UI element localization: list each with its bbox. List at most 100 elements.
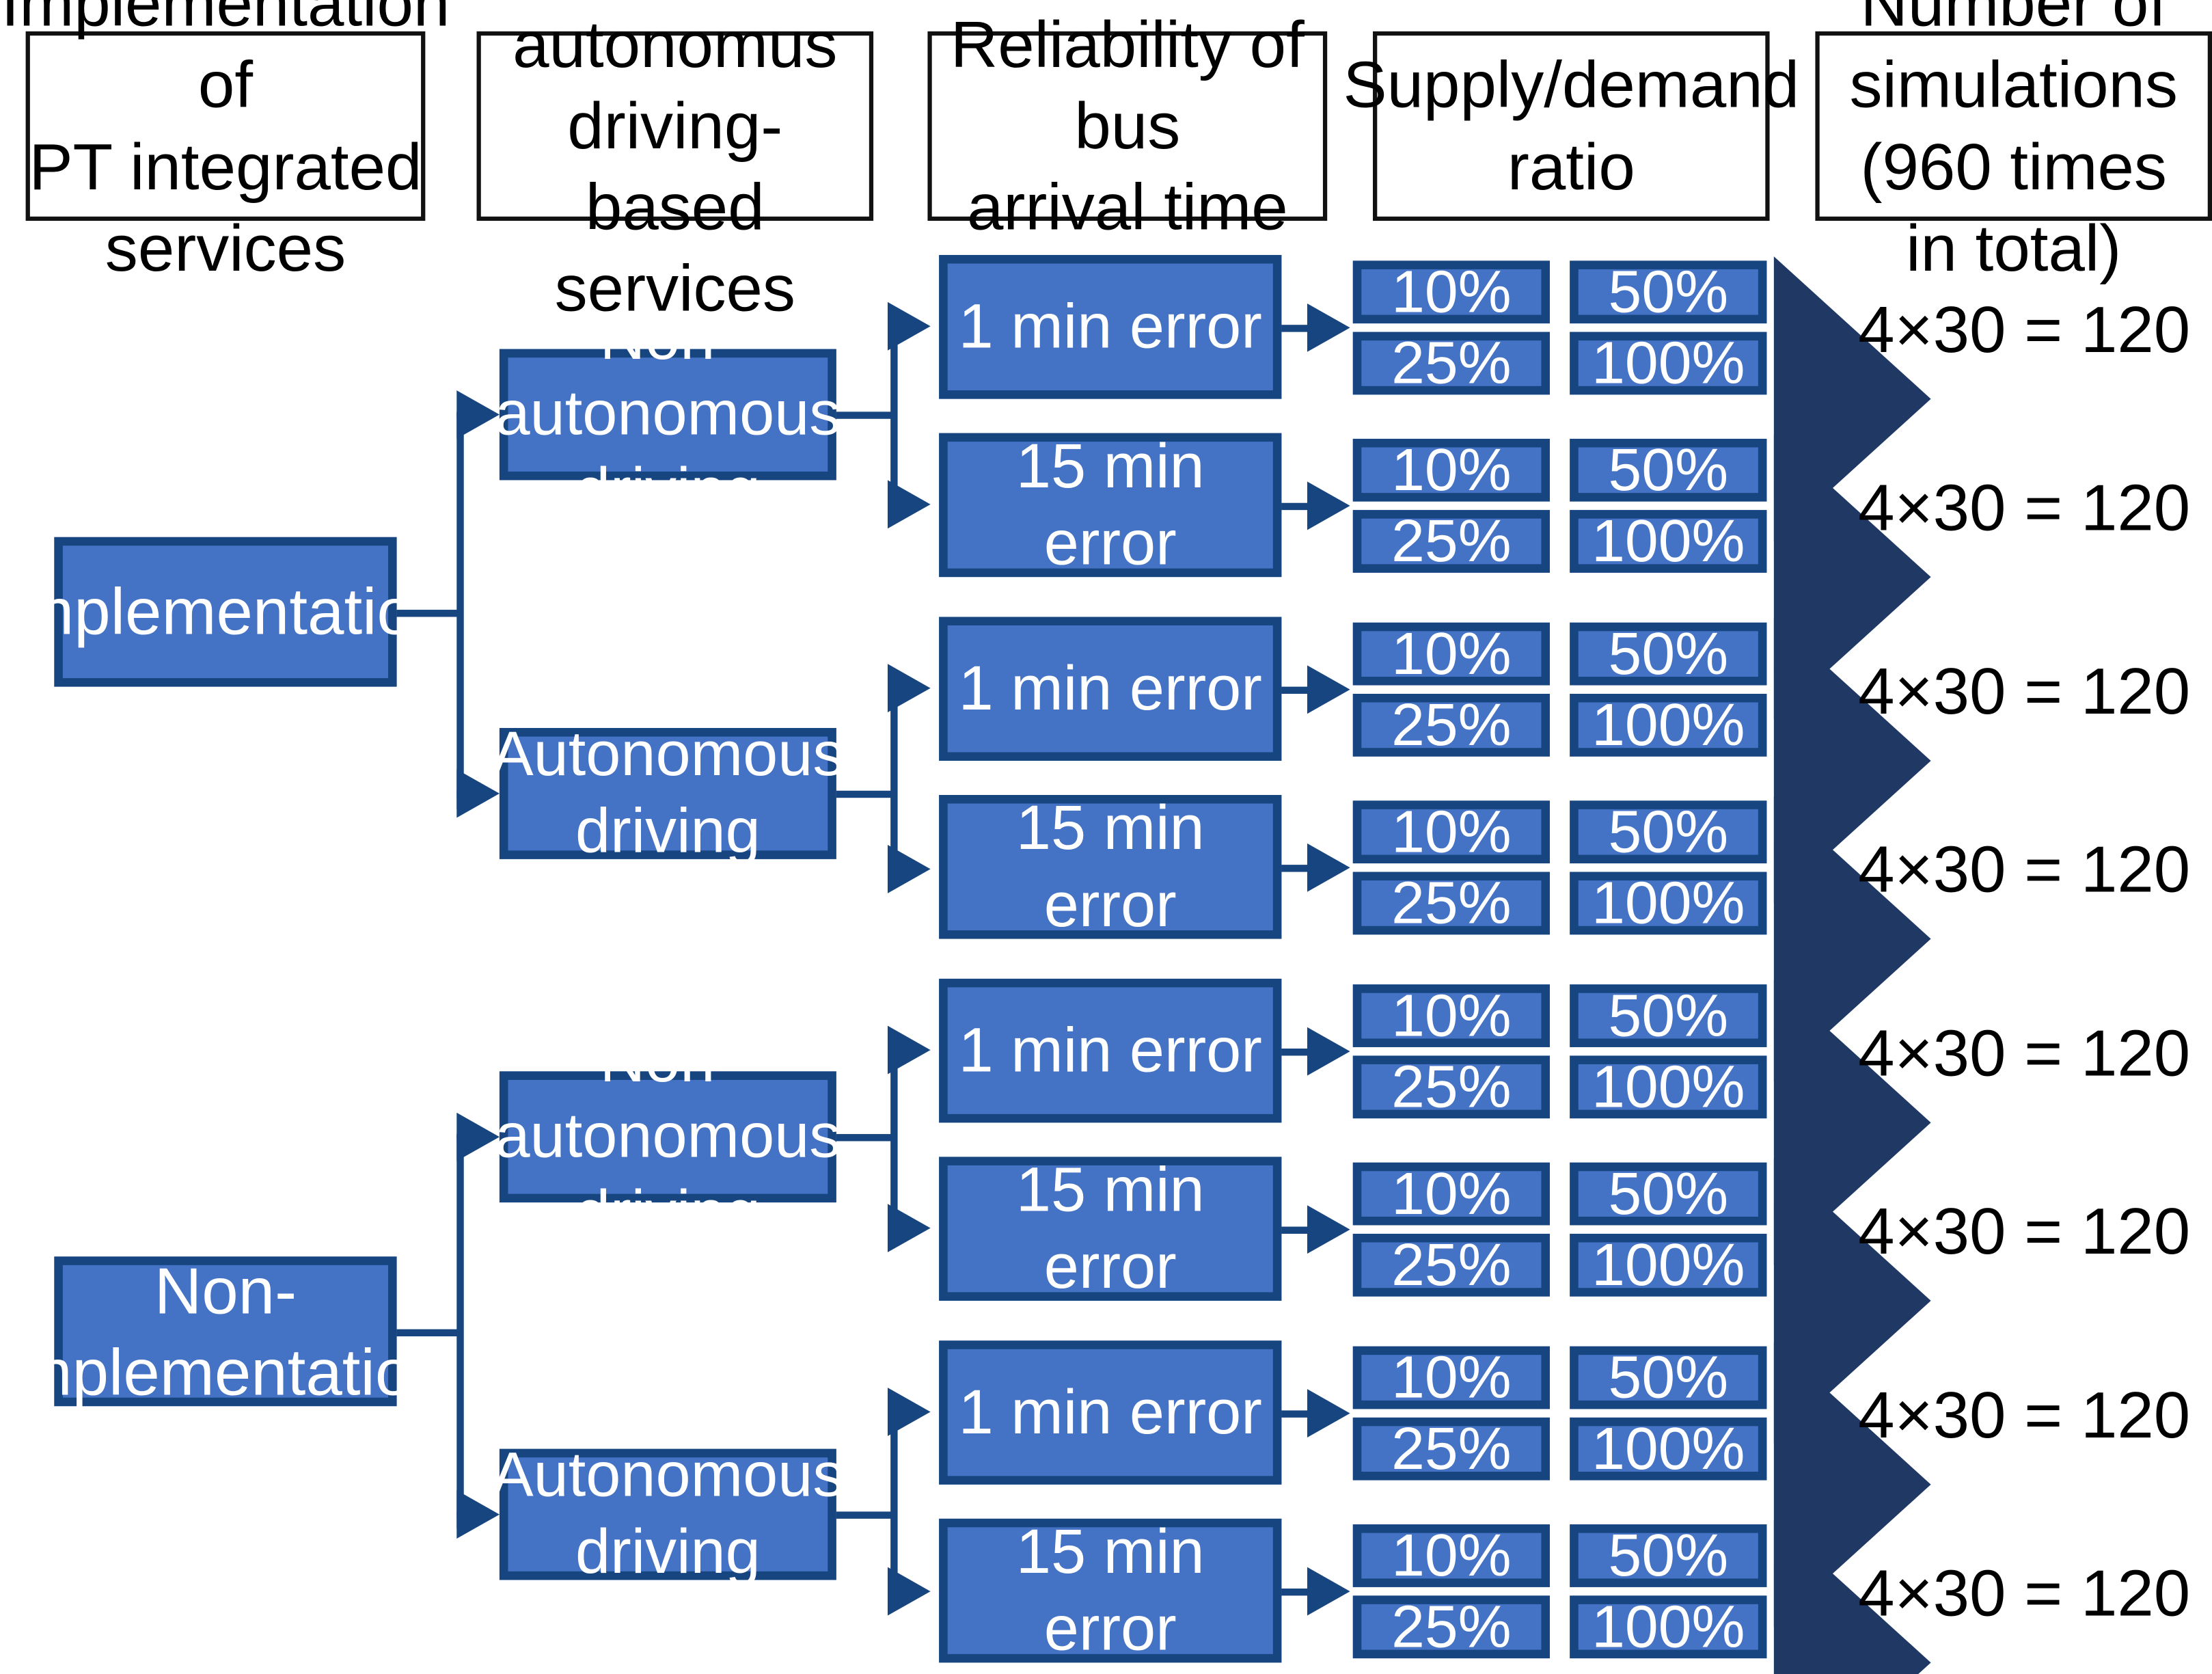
connector-e1-to-ratios — [1281, 502, 1316, 511]
result-label-3: 4×30 = 120 — [1858, 832, 2191, 906]
arrow-ad-bot-to-e7 — [887, 1567, 931, 1616]
result-label-7: 4×30 = 120 — [1858, 1556, 2191, 1630]
arrow-e3-to-ratios — [1307, 843, 1350, 892]
connector-e3-to-ratios — [1281, 865, 1316, 872]
arrow-nad-bot-to-e4 — [887, 1025, 931, 1075]
node-ratio-5-b-1[interactable]: 100% — [1570, 1232, 1767, 1299]
connector-ad-top-stem — [836, 790, 897, 798]
node-ratio-0-a-0[interactable]: 10% — [1352, 258, 1550, 325]
result-label-5: 4×30 = 120 — [1858, 1193, 2191, 1268]
header-simulations: Number of simulations (960 times in tota… — [1815, 0, 2212, 284]
node-reliability-3[interactable]: 15 min error — [939, 794, 1282, 940]
arrow-e6-to-ratios — [1307, 1389, 1350, 1438]
node-non-implementation[interactable]: Non- implementation — [3, 1254, 448, 1409]
connector-e5-to-ratios — [1281, 1226, 1316, 1234]
node-ratio-7-a-1[interactable]: 25% — [1352, 1593, 1550, 1660]
node-ratio-2-b-0[interactable]: 50% — [1570, 620, 1767, 687]
connector-ad-bot-bus — [890, 1409, 898, 1596]
connector-ad-top-bus — [890, 685, 898, 874]
node-ratio-3-a-0[interactable]: 10% — [1352, 798, 1550, 865]
node-ratio-2-a-0[interactable]: 10% — [1352, 620, 1550, 687]
arrow-e4-to-ratios — [1307, 1027, 1350, 1076]
node-ratio-7-b-0[interactable]: 50% — [1570, 1522, 1767, 1589]
node-ratio-4-b-0[interactable]: 50% — [1570, 982, 1767, 1049]
header-ad-services: Provision of autonomus driving-based ser… — [476, 7, 874, 325]
arrow-e0-to-ratios — [1307, 303, 1350, 352]
node-ratio-1-b-1[interactable]: 100% — [1570, 508, 1767, 575]
connector-e2-to-ratios — [1281, 686, 1316, 694]
arrow-e5-to-ratios — [1307, 1205, 1350, 1254]
node-ratio-1-a-0[interactable]: 10% — [1352, 437, 1550, 504]
connector-impl-stem — [396, 610, 463, 617]
node-ratio-1-b-0[interactable]: 50% — [1570, 437, 1767, 504]
node-ratio-5-a-0[interactable]: 10% — [1352, 1160, 1550, 1227]
arrow-nad-top-to-e1 — [887, 480, 931, 529]
arrow-e1-to-ratios — [1307, 481, 1350, 530]
arrow-nad-bot-to-e5 — [887, 1204, 931, 1253]
header-supply-demand: Supply/demand ratio — [1343, 31, 1799, 221]
arrow-ad-bot-to-e6 — [887, 1388, 931, 1436]
node-ratio-4-b-1[interactable]: 100% — [1570, 1053, 1767, 1120]
header-reliability: Reliability of bus arrival time — [927, 7, 1328, 243]
arrow-nonimpl-to-nad — [456, 1112, 500, 1161]
node-ratio-7-a-0[interactable]: 10% — [1352, 1522, 1550, 1589]
node-ratio-2-b-1[interactable]: 100% — [1570, 692, 1767, 759]
node-ratio-4-a-1[interactable]: 25% — [1352, 1053, 1550, 1120]
arrow-ad-top-to-e3 — [887, 844, 931, 893]
node-autonomous-driving-bottom[interactable]: Autonomous driving — [491, 1440, 845, 1587]
result-label-2: 4×30 = 120 — [1858, 653, 2191, 729]
merge-triangle-7 — [1773, 1520, 1931, 1674]
connector-nad-top-bus — [890, 323, 898, 509]
arrow-nad-top-to-e0 — [887, 301, 931, 351]
node-ratio-5-b-0[interactable]: 50% — [1570, 1160, 1767, 1227]
node-ratio-2-a-1[interactable]: 25% — [1352, 692, 1550, 759]
arrow-impl-to-nad — [456, 390, 500, 439]
node-ratio-3-a-1[interactable]: 25% — [1352, 869, 1550, 936]
node-reliability-0[interactable]: 1 min error — [939, 255, 1282, 399]
node-reliability-2[interactable]: 1 min error — [939, 617, 1282, 761]
result-label-1: 4×30 = 120 — [1858, 470, 2191, 545]
result-label-0: 4×30 = 120 — [1858, 292, 2191, 366]
node-ratio-6-b-1[interactable]: 100% — [1570, 1415, 1767, 1482]
node-reliability-7[interactable]: 15 min error — [939, 1517, 1282, 1663]
connector-ad-bot-stem — [836, 1511, 897, 1519]
connector-impl-bus — [456, 411, 464, 809]
result-label-4: 4×30 = 120 — [1858, 1016, 2191, 1090]
connector-nad-bot-bus — [890, 1047, 898, 1232]
connector-e0-to-ratios — [1281, 325, 1316, 332]
node-ratio-3-b-0[interactable]: 50% — [1570, 798, 1767, 865]
node-ratio-0-a-1[interactable]: 25% — [1352, 329, 1550, 396]
node-ratio-3-b-1[interactable]: 100% — [1570, 869, 1767, 936]
header-pt-services: Implementation of PT integrated services — [1, 0, 450, 284]
node-reliability-1[interactable]: 15 min error — [939, 431, 1282, 578]
connector-e6-to-ratios — [1281, 1410, 1316, 1418]
node-ratio-0-b-1[interactable]: 100% — [1570, 329, 1767, 396]
node-ratio-5-a-1[interactable]: 25% — [1352, 1232, 1550, 1299]
connector-nad-bot-stem — [836, 1134, 897, 1142]
arrow-impl-to-ad — [456, 769, 500, 818]
node-ratio-1-a-1[interactable]: 25% — [1352, 508, 1550, 575]
arrow-ad-top-to-e2 — [887, 664, 931, 713]
node-reliability-6[interactable]: 1 min error — [939, 1340, 1282, 1485]
connector-nonimpl-bus — [456, 1134, 464, 1529]
result-label-6: 4×30 = 120 — [1858, 1377, 2191, 1452]
arrow-e2-to-ratios — [1307, 665, 1350, 714]
node-reliability-4[interactable]: 1 min error — [939, 978, 1282, 1123]
node-ratio-6-a-1[interactable]: 25% — [1352, 1415, 1550, 1482]
node-ratio-0-b-0[interactable]: 50% — [1570, 258, 1767, 325]
node-reliability-5[interactable]: 15 min error — [939, 1155, 1282, 1301]
node-autonomous-driving-top[interactable]: Autonomous driving — [491, 720, 845, 867]
arrow-nonimpl-to-ad — [456, 1490, 500, 1539]
node-ratio-6-b-0[interactable]: 50% — [1570, 1344, 1767, 1411]
connector-e4-to-ratios — [1281, 1049, 1316, 1056]
node-non-autonomous-driving-top[interactable]: Non-autonomous driving — [495, 302, 841, 526]
node-ratio-7-b-1[interactable]: 100% — [1570, 1593, 1767, 1660]
node-non-autonomous-driving-bottom[interactable]: Non-autonomous driving — [495, 1025, 841, 1248]
node-implementation[interactable]: Implementation — [1, 537, 450, 687]
node-ratio-4-a-0[interactable]: 10% — [1352, 982, 1550, 1049]
node-ratio-6-a-0[interactable]: 10% — [1352, 1344, 1550, 1411]
connector-nad-top-stem — [836, 411, 897, 419]
arrow-e7-to-ratios — [1307, 1567, 1350, 1616]
connector-e7-to-ratios — [1281, 1588, 1316, 1596]
